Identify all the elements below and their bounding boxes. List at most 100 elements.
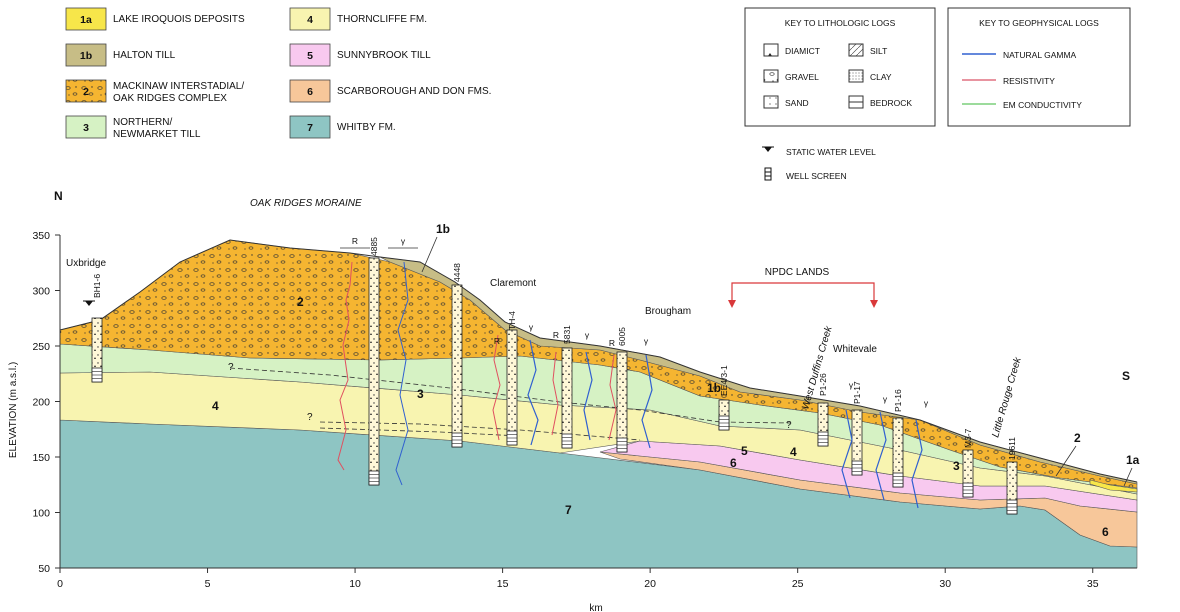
place-brougham: Brougham — [645, 306, 691, 317]
log-headers: R γ R γ R γ R γ γ γ γ — [340, 236, 929, 408]
unit-label-7: 7 — [565, 503, 572, 517]
unit-label-4: 4 — [212, 399, 219, 413]
y-tick-label: 250 — [32, 341, 50, 353]
borehole-label: BH1-6 — [92, 274, 102, 298]
legend-swatch — [289, 79, 331, 103]
log-tag-g-th4: γ — [529, 322, 534, 332]
north-label: N — [54, 189, 63, 203]
legend-code: 1b — [80, 50, 92, 62]
y-tick-label: 200 — [32, 397, 50, 409]
unit-label-1b-north: 1b — [436, 222, 450, 236]
log-tag-g-5831: γ — [585, 330, 590, 340]
x-tick-label: 0 — [57, 578, 63, 590]
dashed-contact-3 — [319, 427, 521, 437]
legend-label: NORTHERN/ — [113, 117, 172, 128]
geophysical-logs — [337, 261, 923, 509]
water-level-marker — [85, 301, 93, 306]
borehole-6005: 6005 — [616, 327, 628, 453]
resistivity-log-th4 — [492, 334, 501, 441]
place-claremont: Claremont — [490, 278, 536, 289]
log-tag-g-6005: γ — [644, 336, 649, 346]
unit-label-2-south: 2 — [1074, 431, 1081, 445]
gamma-log-p126 — [841, 409, 853, 499]
legend-label: HALTON TILL — [113, 50, 176, 61]
gamma-log-5831 — [583, 351, 593, 441]
legend-swatch — [289, 43, 331, 67]
borehole-p1-16: P1-16 — [892, 389, 904, 488]
legend-label: LAKE IROQUOIS DEPOSITS — [113, 14, 245, 25]
log-tag-r-4885: R — [352, 236, 358, 246]
south-label: S — [1122, 369, 1130, 383]
borehole-label: M3-7 — [963, 428, 973, 448]
legend-code: 1a — [80, 14, 92, 26]
unit-label-3-south: 3 — [953, 459, 960, 473]
legend-label: WHITBY FM. — [337, 122, 396, 133]
borehole-ee4-3-1: EE4/3-1 — [718, 365, 730, 431]
unit-label-2: 2 — [297, 295, 304, 309]
log-tag-r-6005: R — [609, 338, 615, 348]
unit-label-5: 5 — [741, 444, 748, 458]
x-tick-label: 25 — [792, 578, 804, 590]
well-screen-label: WELL SCREEN — [786, 171, 847, 181]
gamma-log-6005 — [641, 354, 653, 449]
legend-label: THORNCLIFFE FM. — [337, 14, 427, 25]
x-tick-label: 10 — [349, 578, 361, 590]
unit-label-3: 3 — [417, 387, 424, 401]
legend-label: OAK RIDGES COMPLEX — [113, 93, 227, 104]
water-level-label: STATIC WATER LEVEL — [786, 147, 876, 157]
place-whitevale: Whitevale — [833, 344, 877, 355]
legend-swatch — [289, 115, 331, 139]
section-title: OAK RIDGES MORAINE — [250, 198, 362, 209]
legend-code: 4 — [307, 14, 313, 26]
unit-label-4-south: 4 — [790, 445, 797, 459]
x-tick-label: 35 — [1087, 578, 1099, 590]
unit-label-1b-south: 1b — [707, 381, 721, 395]
unit-1a-lake-iroquois — [1089, 479, 1138, 493]
log-tag-g-p116: γ — [924, 398, 929, 408]
unit-label-6: 6 — [730, 456, 737, 470]
borehole-th-4: TH-4 — [506, 311, 518, 446]
gamma-key-label: NATURAL GAMMA — [1003, 50, 1077, 60]
unit-label-1a: 1a — [1126, 453, 1140, 467]
borehole-label: 4448 — [452, 263, 462, 282]
legend-item-1a: 1a LAKE IROQUOIS DEPOSITS — [65, 7, 245, 31]
legend-swatch — [65, 7, 107, 31]
unit-label-6-south: 6 — [1102, 525, 1109, 539]
gamma-log-p116 — [911, 419, 923, 509]
geophysical-key: KEY TO GEOPHYSICAL LOGS NATURAL GAMMA RE… — [947, 7, 1131, 127]
legend-item-1b: 1b HALTON TILL — [65, 43, 176, 67]
litho-key: KEY TO LITHOLOGIC LOGS DIAMICT SILT GRAV… — [744, 7, 936, 127]
resistivity-key-label: RESISTIVITY — [1003, 76, 1055, 86]
y-tick-label: 350 — [32, 230, 50, 242]
x-axis-label: km — [589, 603, 602, 612]
resistivity-log-5831 — [551, 351, 559, 436]
place-uxbridge: Uxbridge — [66, 258, 106, 269]
borehole-m3-7: M3-7 — [962, 428, 974, 498]
borehole-label: EE4/3-1 — [719, 365, 729, 396]
resistivity-log-4885 — [337, 261, 353, 471]
y-axis-label: ELEVATION (m a.s.l.) — [8, 362, 19, 458]
legend-code: 7 — [307, 122, 313, 134]
water-level-icon — [764, 147, 772, 152]
gamma-log-p117 — [875, 411, 887, 501]
legend-label: SCARBOROUGH AND DON FMS. — [337, 86, 491, 97]
legend-item-4: 4 THORNCLIFFE FM. — [289, 7, 427, 31]
borehole-label: 6005 — [617, 327, 627, 346]
legend-code: 2 — [83, 86, 89, 98]
litho-clay-label: CLAY — [870, 72, 892, 82]
legend-item-7: 7 WHITBY FM. — [289, 115, 396, 139]
borehole-p1-17: P1-17 — [851, 381, 863, 476]
log-tag-g-4885: γ — [401, 236, 406, 246]
litho-silt-label: SILT — [870, 46, 887, 56]
legend-swatch — [65, 115, 107, 139]
query-mark-2: ? — [307, 412, 313, 423]
npdc-label: NPDC LANDS — [765, 267, 830, 278]
symbol-key: STATIC WATER LEVEL WELL SCREEN — [762, 146, 876, 181]
legend-swatch — [289, 7, 331, 31]
litho-diamict-label: DIAMICT — [785, 46, 820, 56]
